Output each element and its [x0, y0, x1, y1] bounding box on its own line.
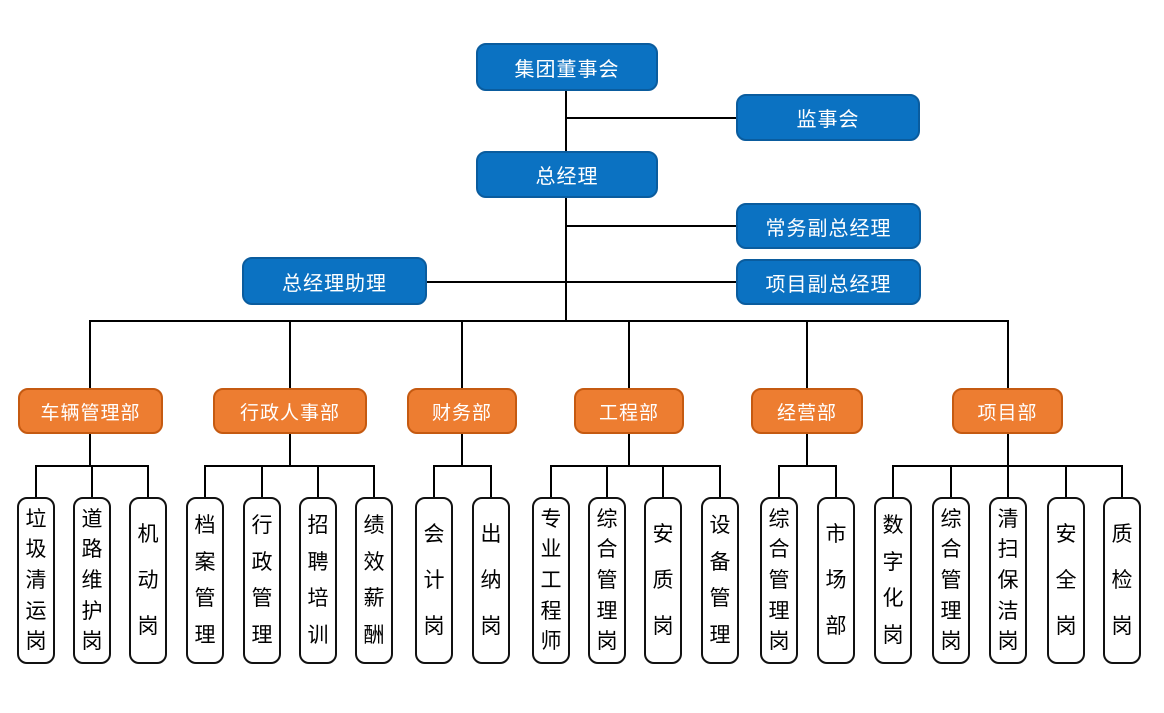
connector-line: [719, 466, 721, 497]
position-node: 招聘培训: [299, 497, 337, 664]
connector-line: [606, 466, 608, 497]
position-node: 垃圾清运岗: [17, 497, 55, 664]
position-node: 清扫保洁岗: [989, 497, 1027, 664]
connector-line: [426, 281, 567, 283]
node-supervisory-board: 监事会: [736, 94, 920, 141]
node-executive-deputy-gm: 常务副总经理: [736, 203, 921, 249]
position-node: 设备管理: [701, 497, 739, 664]
connector-line: [1007, 321, 1009, 388]
connector-line: [490, 466, 492, 497]
connector-line: [778, 466, 780, 497]
connector-line: [950, 466, 952, 497]
node-project-deputy-gm: 项目副总经理: [736, 259, 921, 305]
connector-line: [565, 281, 737, 283]
dept-operations: 经营部: [751, 388, 863, 434]
connector-line: [565, 225, 737, 227]
position-node: 安质岗: [644, 497, 682, 664]
connector-line: [147, 466, 149, 497]
connector-line: [204, 465, 375, 467]
position-node: 专业工程师: [532, 497, 570, 664]
connector-line: [373, 466, 375, 497]
connector-line: [89, 320, 1009, 322]
connector-line: [1065, 466, 1067, 497]
dept-project: 项目部: [952, 388, 1063, 434]
connector-line: [628, 321, 630, 388]
connector-line: [35, 466, 37, 497]
connector-line: [89, 321, 91, 388]
connector-line: [778, 465, 837, 467]
connector-line: [892, 466, 894, 497]
connector-line: [289, 321, 291, 388]
connector-line: [289, 434, 291, 466]
dept-engineering: 工程部: [574, 388, 684, 434]
position-node: 数字化岗: [874, 497, 912, 664]
node-gm-assistant: 总经理助理: [242, 257, 427, 305]
position-node: 质检岗: [1103, 497, 1141, 664]
dept-vehicle-management: 车辆管理部: [18, 388, 163, 434]
connector-line: [1007, 434, 1009, 466]
position-node: 综合管理岗: [588, 497, 626, 664]
connector-line: [317, 466, 319, 497]
position-node: 安全岗: [1047, 497, 1085, 664]
connector-line: [662, 466, 664, 497]
connector-line: [433, 465, 492, 467]
connector-line: [565, 117, 737, 119]
position-node: 绩效薪酬: [355, 497, 393, 664]
connector-line: [91, 466, 93, 497]
connector-line: [565, 198, 567, 321]
connector-line: [550, 466, 552, 497]
position-node: 机动岗: [129, 497, 167, 664]
connector-line: [204, 466, 206, 497]
connector-line: [1007, 466, 1009, 497]
node-general-manager: 总经理: [476, 151, 658, 198]
position-node: 行政管理: [243, 497, 281, 664]
position-node: 综合管理岗: [760, 497, 798, 664]
connector-line: [628, 434, 630, 466]
position-node: 道路维护岗: [73, 497, 111, 664]
position-node: 综合管理岗: [932, 497, 970, 664]
connector-line: [550, 465, 721, 467]
connector-line: [433, 466, 435, 497]
position-node: 会计岗: [415, 497, 453, 664]
connector-line: [565, 91, 567, 151]
connector-line: [461, 434, 463, 466]
position-node: 档案管理: [186, 497, 224, 664]
connector-line: [806, 321, 808, 388]
connector-line: [461, 321, 463, 388]
connector-line: [89, 434, 91, 466]
position-node: 出纳岗: [472, 497, 510, 664]
node-board: 集团董事会: [476, 43, 658, 91]
connector-line: [835, 466, 837, 497]
dept-admin-hr: 行政人事部: [213, 388, 367, 434]
connector-line: [806, 434, 808, 466]
dept-finance: 财务部: [407, 388, 517, 434]
connector-line: [261, 466, 263, 497]
position-node: 市场部: [817, 497, 855, 664]
connector-line: [1121, 466, 1123, 497]
